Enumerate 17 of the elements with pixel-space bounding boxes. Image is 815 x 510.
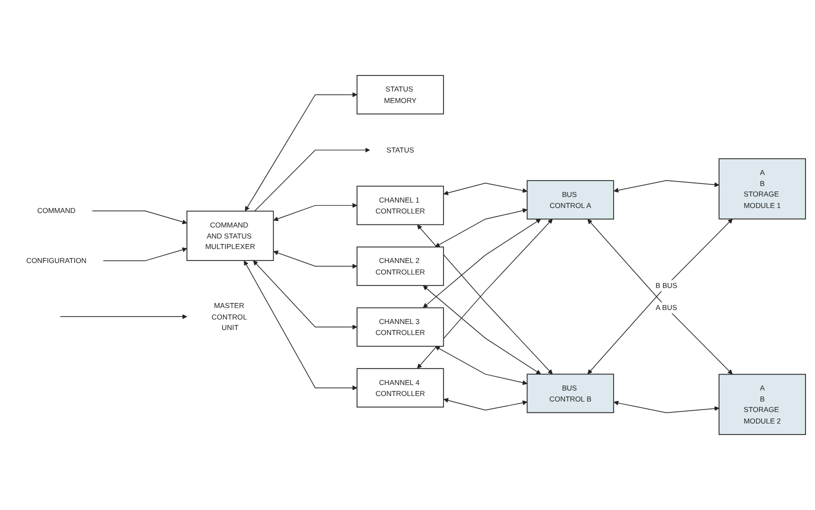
arrow xyxy=(614,400,720,414)
arrow xyxy=(434,346,528,386)
arrow xyxy=(444,398,528,410)
arrow xyxy=(614,180,720,193)
arrow xyxy=(444,182,528,196)
arrow xyxy=(244,92,358,212)
arrow xyxy=(422,285,541,374)
arrow xyxy=(92,210,188,224)
arrow xyxy=(253,260,358,330)
arrow xyxy=(254,148,370,212)
arrow xyxy=(273,202,358,222)
arrow xyxy=(434,208,528,248)
arrow xyxy=(102,247,188,262)
arrow xyxy=(60,314,188,320)
arrow xyxy=(273,250,358,269)
arrow xyxy=(244,260,358,390)
arrow xyxy=(422,218,541,308)
